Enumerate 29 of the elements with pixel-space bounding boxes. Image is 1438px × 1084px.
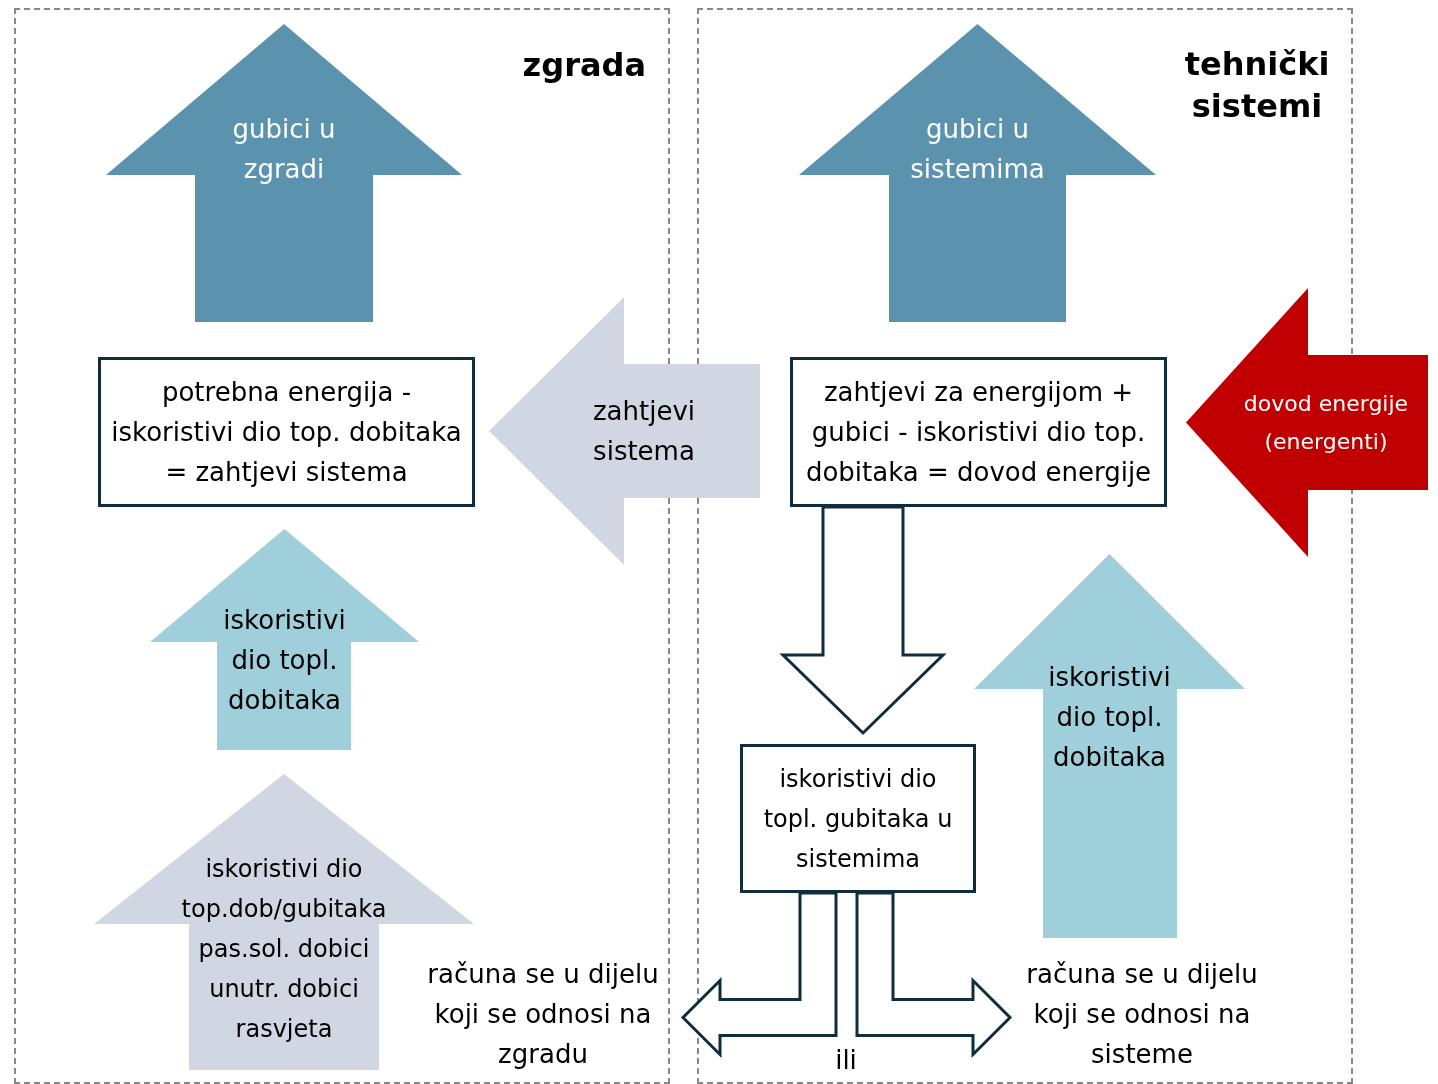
arrow-text: iskoristivi dio topl. dobitaka [222,603,347,717]
arrow-text: iskoristivi dio topl. dobitaka [1047,660,1172,774]
panel-heading: zgrada [521,45,646,86]
block-arrow [779,505,947,736]
block-arrow-shape [150,529,419,750]
note-text: računa se u dijelu koji se odnosi na sisteme [1014,954,1270,1079]
arrow-text: gubici u sistemima [909,113,1046,186]
process-box [790,357,1167,507]
block-arrow-shape [974,554,1245,938]
block-arrow [855,891,1013,1059]
block-arrow-shape [1186,288,1428,557]
block-arrow-shape [799,24,1156,322]
arrow-text: zahtjevi sistema [591,395,697,468]
arrow-text: gubici u zgradi [231,113,337,186]
block-arrow-shape [106,24,462,322]
box-text: zahtjevi za energijom + gubici - iskoristivi dio top. dobitaka = dovod energije [804,376,1153,489]
arrow-text: dovod energije (energenti) [1242,390,1410,456]
process-box [740,744,976,893]
panel-heading: tehnički sistemi [1183,44,1331,127]
note-text: ili [834,1044,858,1077]
note-text: računa se u dijelu koji se odnosi na zgradu [417,954,669,1079]
arrow-text: unutr. dobici [208,973,360,1005]
block-arrow [680,891,838,1059]
box-text: iskoristivi dio topl. gubitaka u sistemima [762,763,954,875]
process-box [98,357,475,507]
box-text: potrebna energija - iskoristivi dio top. dobitaka = zahtjevi sistema [110,376,463,489]
arrow-text: pas.sol. dobici [197,933,371,965]
arrow-text: rasvjeta [234,1013,334,1045]
block-arrow-shape [489,297,760,565]
